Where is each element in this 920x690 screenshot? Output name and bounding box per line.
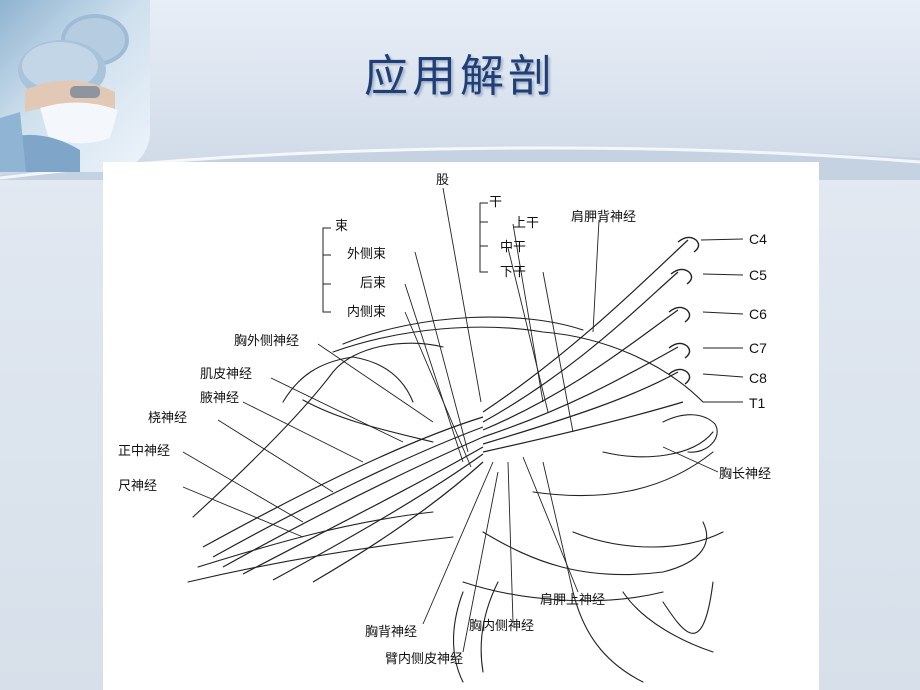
label-suprascapular-nerve: 肩胛上神经 xyxy=(540,593,606,608)
surgeon-photo xyxy=(0,0,150,172)
label-dorsal-scapular-nerve: 肩胛背神经 xyxy=(571,210,637,225)
label-medial-pectoral-nerve: 胸内侧神经 xyxy=(469,619,535,634)
label-cord-group: 束 xyxy=(335,219,349,234)
slide-title: 应用解剖 xyxy=(364,51,556,102)
label-radial-nerve: 桡神经 xyxy=(148,411,188,426)
label-lateral-pectoral-nerve: 胸外侧神经 xyxy=(234,334,300,349)
label-ulnar-nerve: 尺神经 xyxy=(118,479,158,494)
label-division: 股 xyxy=(436,173,450,188)
label-middle-trunk: 中干 xyxy=(500,240,527,255)
label-root-c6: C6 xyxy=(749,306,767,322)
label-medial-cord: 内侧束 xyxy=(347,305,387,320)
brachial-plexus-diagram: 股 干 束 外侧束 后束 内侧束 上干 中干 下干 C4 C5 C6 C7 C8… xyxy=(103,162,819,690)
label-upper-trunk: 上干 xyxy=(513,216,540,231)
label-root-c5: C5 xyxy=(749,267,767,283)
label-long-thoracic-nerve: 胸长神经 xyxy=(719,467,772,482)
label-thoracodorsal-nerve: 胸背神经 xyxy=(365,625,418,640)
label-trunk-group: 干 xyxy=(489,195,503,210)
label-lower-trunk: 下干 xyxy=(500,265,527,280)
header-band xyxy=(0,0,920,175)
label-median-nerve: 正中神经 xyxy=(118,444,171,459)
label-root-c7: C7 xyxy=(749,340,767,356)
label-root-c8: C8 xyxy=(749,370,767,386)
label-root-c4: C4 xyxy=(749,231,767,247)
label-axillary-nerve: 腋神经 xyxy=(200,391,240,406)
label-posterior-cord: 后束 xyxy=(360,276,387,291)
label-lateral-cord: 外侧束 xyxy=(347,247,387,262)
label-medial-brachial-cutaneous-nerve: 臂内侧皮神经 xyxy=(385,652,464,667)
label-musculocutaneous-nerve: 肌皮神经 xyxy=(200,367,253,382)
label-root-t1: T1 xyxy=(749,395,766,411)
anatomy-drawing xyxy=(182,187,744,683)
